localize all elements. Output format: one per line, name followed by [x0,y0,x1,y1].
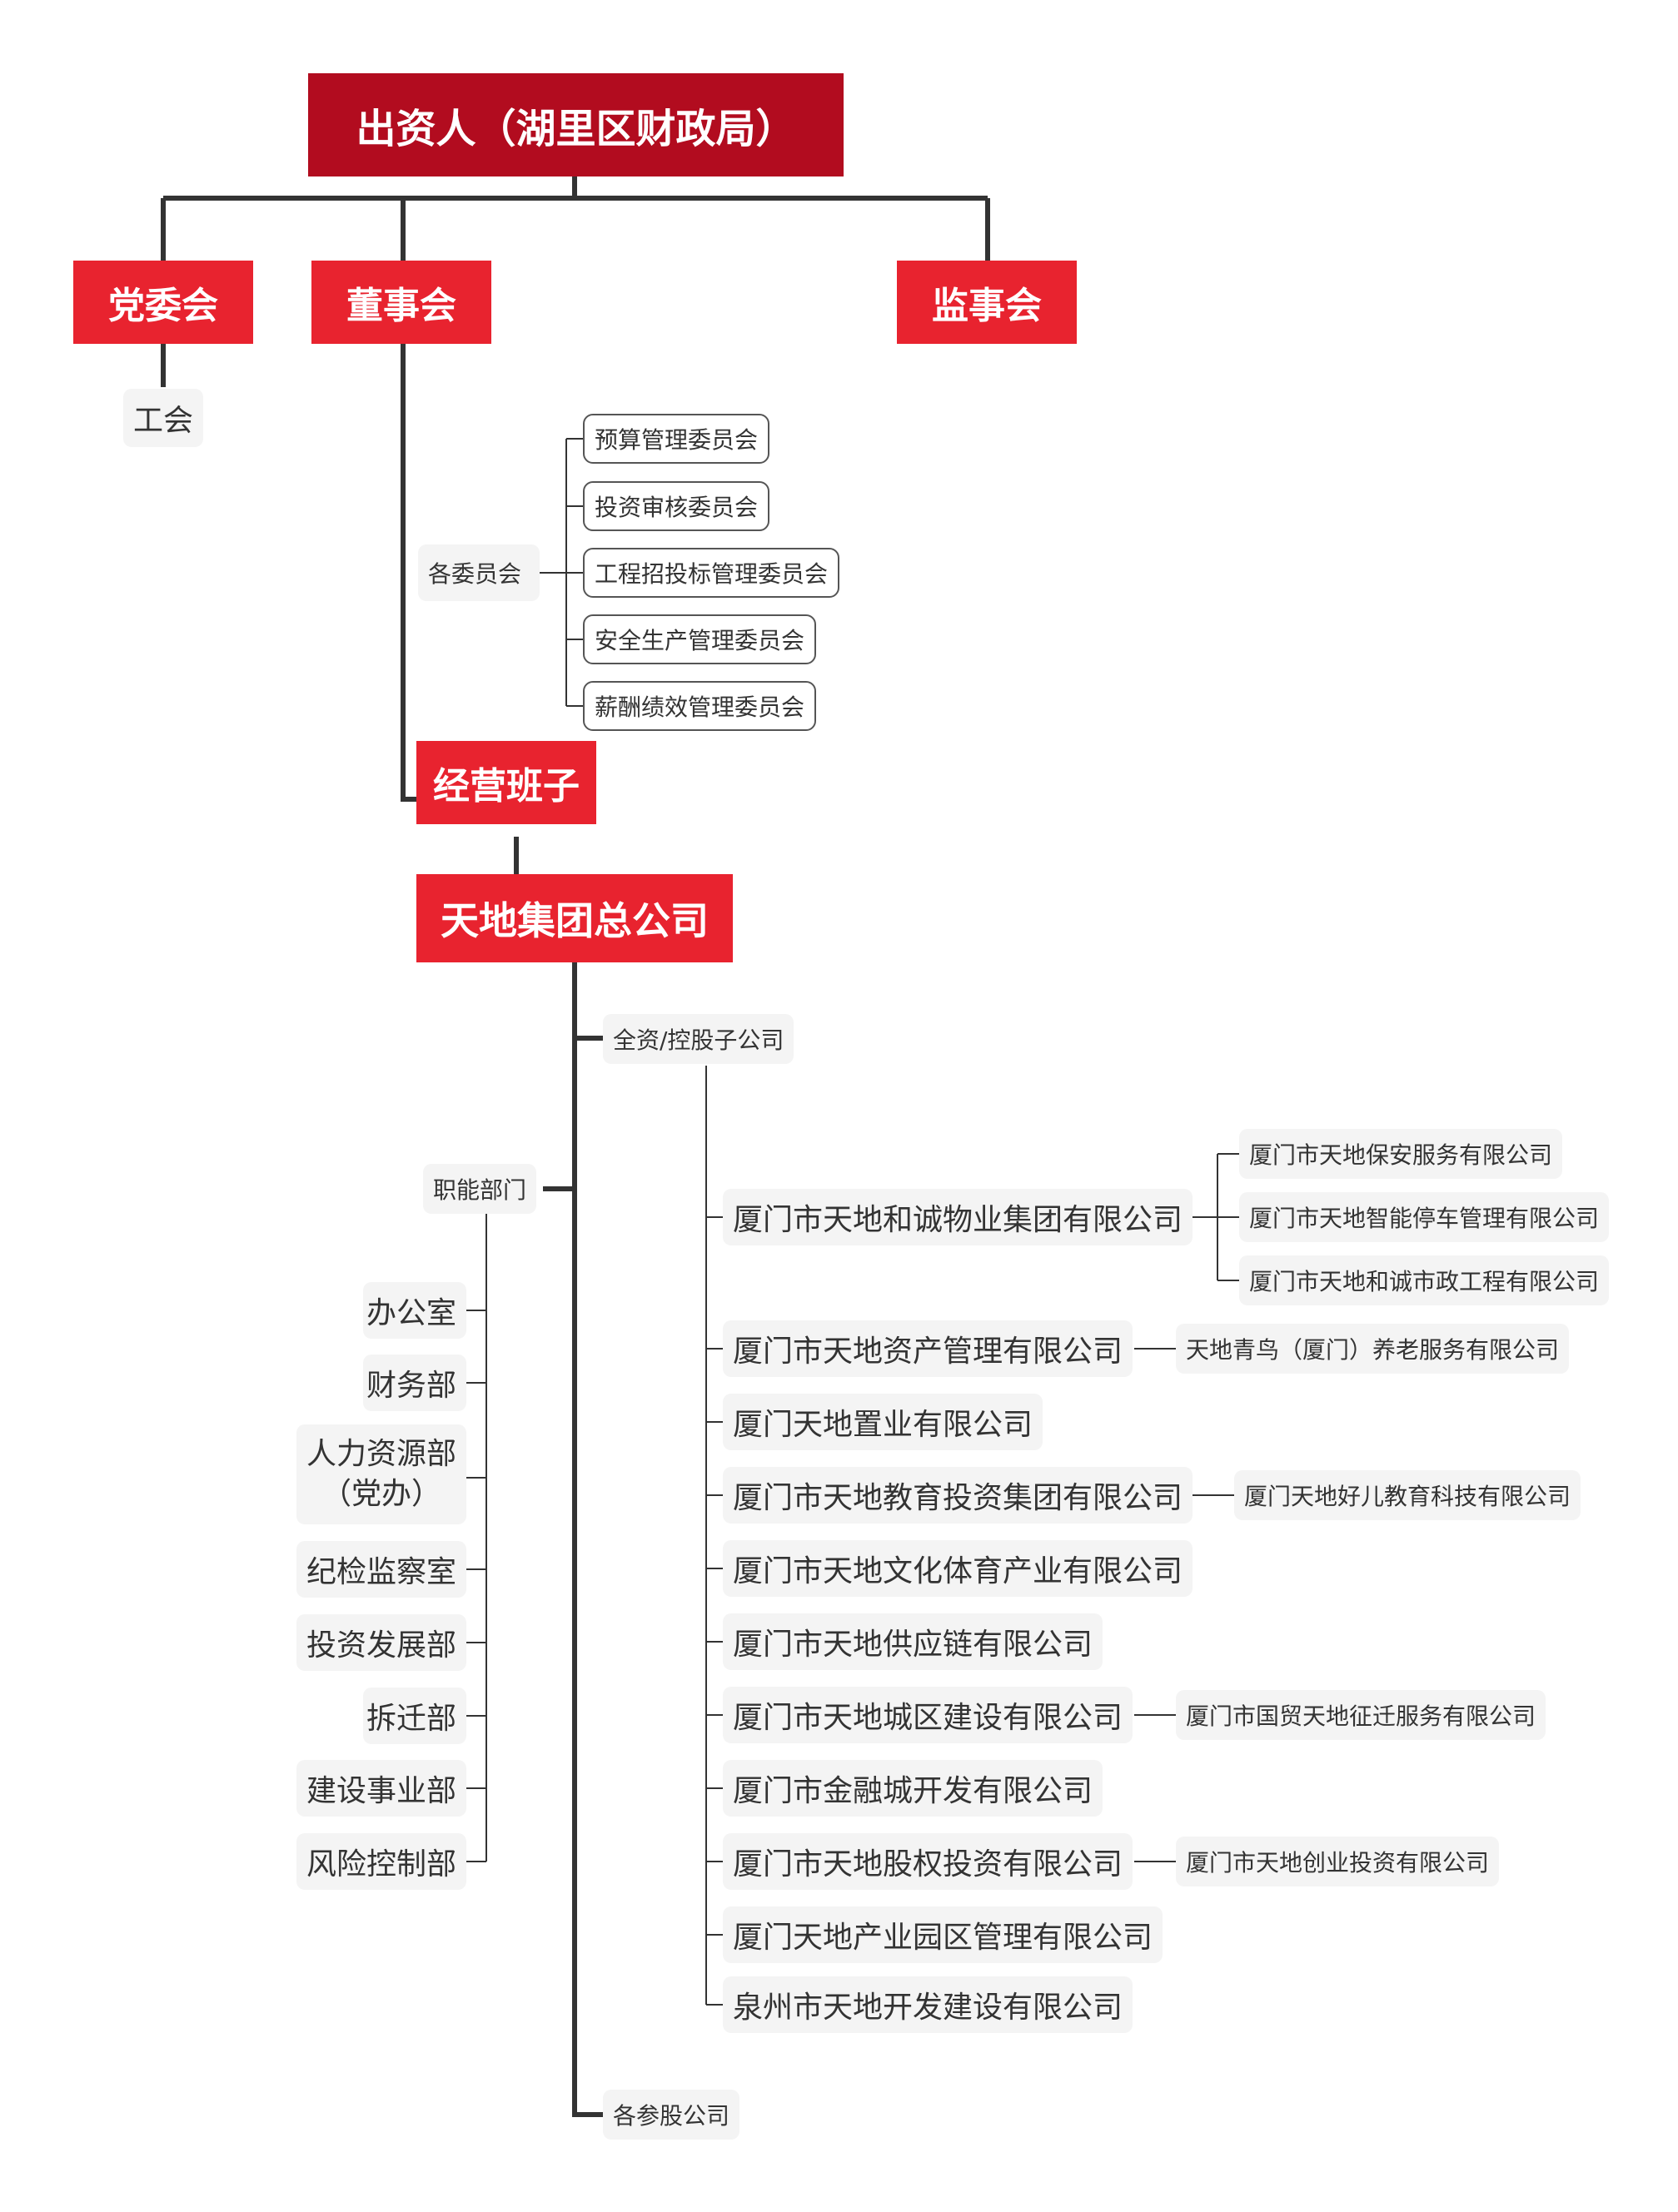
group-company-box: 天地集团总公司 [416,874,733,962]
party-committee-box: 党委会 [73,261,253,344]
sub-subsidiary-node: 厦门市国贸天地征迁服务有限公司 [1176,1690,1546,1740]
subsidiaries-group-node: 全资/控股子公司 [603,1014,794,1064]
subsidiary-node: 厦门市天地股权投资有限公司 [723,1833,1133,1890]
department-hr: 人力资源部 （党办） [296,1424,466,1524]
supervisory-board-box: 监事会 [897,261,1077,344]
sub-subsidiary-node: 天地青鸟（厦门）养老服务有限公司 [1176,1324,1570,1374]
subsidiary-node: 厦门市天地教育投资集团有限公司 [723,1467,1193,1524]
department-demolition: 拆迁部 [363,1688,466,1744]
committee-node: 投资审核委员会 [583,481,770,531]
sub-subsidiary-node: 厦门天地好儿教育科技有限公司 [1234,1470,1581,1520]
subsidiary-node: 厦门市天地和诚物业集团有限公司 [723,1189,1193,1245]
department-investment: 投资发展部 [296,1614,466,1671]
sub-subsidiary-node: 厦门市天地智能停车管理有限公司 [1239,1192,1610,1242]
sub-subsidiary-node: 厦门市天地创业投资有限公司 [1176,1837,1500,1886]
subsidiary-node: 厦门天地置业有限公司 [723,1394,1043,1450]
committee-node: 预算管理委员会 [583,414,770,464]
department-hr-line1: 人力资源部 [306,1437,457,1471]
department-office: 办公室 [363,1282,466,1339]
sub-subsidiary-node: 厦门市天地和诚市政工程有限公司 [1239,1255,1610,1305]
committee-node: 薪酬绩效管理委员会 [583,681,817,731]
department-construction: 建设事业部 [296,1760,466,1817]
department-finance: 财务部 [363,1355,466,1411]
department-risk-control: 风险控制部 [296,1833,466,1890]
department-discipline: 纪检监察室 [296,1541,466,1598]
subsidiary-node: 厦门市天地供应链有限公司 [723,1613,1103,1670]
investor-root-box: 出资人（湖里区财政局） [308,73,844,176]
subsidiary-node: 厦门市天地城区建设有限公司 [723,1687,1133,1743]
management-team-box: 经营班子 [416,741,596,824]
subsidiary-node: 厦门市天地文化体育产业有限公司 [723,1540,1193,1597]
subsidiary-node: 厦门市天地资产管理有限公司 [723,1320,1133,1377]
subsidiary-node: 泉州市天地开发建设有限公司 [723,1976,1133,2033]
board-of-directors-box: 董事会 [311,261,491,344]
subsidiary-node: 厦门天地产业园区管理有限公司 [723,1906,1163,1963]
equity-participations-node: 各参股公司 [603,2090,740,2140]
departments-group-node: 职能部门 [423,1164,537,1214]
sub-subsidiary-node: 厦门市天地保安服务有限公司 [1239,1129,1563,1179]
union-node: 工会 [123,389,203,447]
subsidiary-node: 厦门市金融城开发有限公司 [723,1760,1103,1817]
committee-node: 工程招投标管理委员会 [583,548,840,598]
committees-group-node: 各委员会 [418,544,540,601]
department-hr-line2: （党办） [321,1477,441,1511]
committee-node: 安全生产管理委员会 [583,614,817,664]
